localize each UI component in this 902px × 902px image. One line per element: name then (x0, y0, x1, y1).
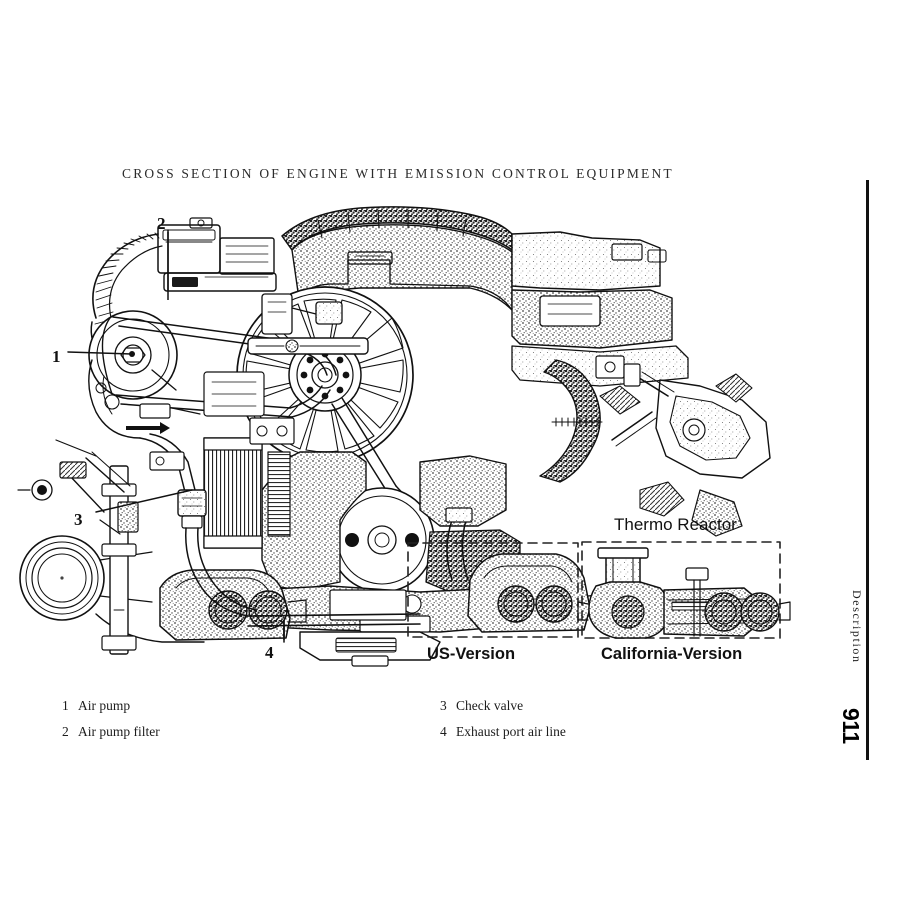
california-version-frame (581, 541, 781, 639)
legend-item-number: 2 (62, 724, 69, 739)
us-version-reactor-detail (445, 507, 607, 633)
legend-item-number: 1 (62, 698, 69, 713)
california-version-reactor-detail (577, 547, 791, 639)
leader-3 (95, 489, 193, 513)
heat-exchanger-elbow (539, 359, 601, 483)
legend-column-right: 3 Check valve 4 Exhaust port air line (440, 698, 566, 750)
legend-item: 1 Air pump (62, 698, 160, 724)
engine-mount-bar (101, 465, 137, 655)
legend-item-label: Exhaust port air line (456, 724, 566, 739)
cylinder-fins (203, 437, 291, 549)
air-cleaner-canister (157, 217, 277, 292)
legend-column-left: 1 Air pump 2 Air pump filter (62, 698, 160, 750)
us-version-frame (407, 542, 579, 638)
callout-number-1: 1 (52, 347, 61, 366)
leader-1 (67, 351, 133, 355)
lower-sump (299, 631, 441, 667)
callout-number-4: 4 (265, 643, 274, 662)
legend-item-number: 4 (440, 724, 447, 739)
legend-item-number: 3 (440, 698, 447, 713)
check-valve-and-air-lines (17, 433, 421, 627)
legend-item: 3 Check valve (440, 698, 566, 724)
callout-number-2: 2 (157, 214, 166, 233)
flow-arrow (126, 422, 170, 434)
california-version-caption: California-Version (601, 645, 743, 663)
thermo-reactor-heading: Thermo Reactor (614, 515, 737, 534)
oil-cooler-fittings (55, 369, 201, 471)
legend-item-label: Air pump filter (78, 724, 160, 739)
margin-model-number: 911 (838, 708, 864, 744)
us-version-caption: US-Version (427, 645, 516, 663)
intake-distributor (203, 293, 369, 445)
margin-section-label: Description (850, 590, 864, 664)
engine-cross-section-illustration (0, 190, 820, 670)
throttle-linkage-assembly (551, 363, 771, 537)
legend-item: 2 Air pump filter (62, 724, 160, 750)
flywheel-rings (19, 535, 205, 643)
cylinder-head-section (511, 231, 689, 387)
legend-item: 4 Exhaust port air line (440, 724, 566, 750)
legend-item-label: Air pump (78, 698, 131, 713)
fan-shroud-section (281, 206, 513, 311)
callout-number-3: 3 (74, 510, 83, 529)
margin-rule (866, 180, 869, 760)
legend-item-label: Check valve (456, 698, 524, 713)
air-pump-pulley (88, 310, 178, 439)
page-title: CROSS SECTION OF ENGINE WITH EMISSION CO… (122, 166, 674, 181)
legend: 1 Air pump 2 Air pump filter 3 Check valve … (0, 698, 820, 758)
